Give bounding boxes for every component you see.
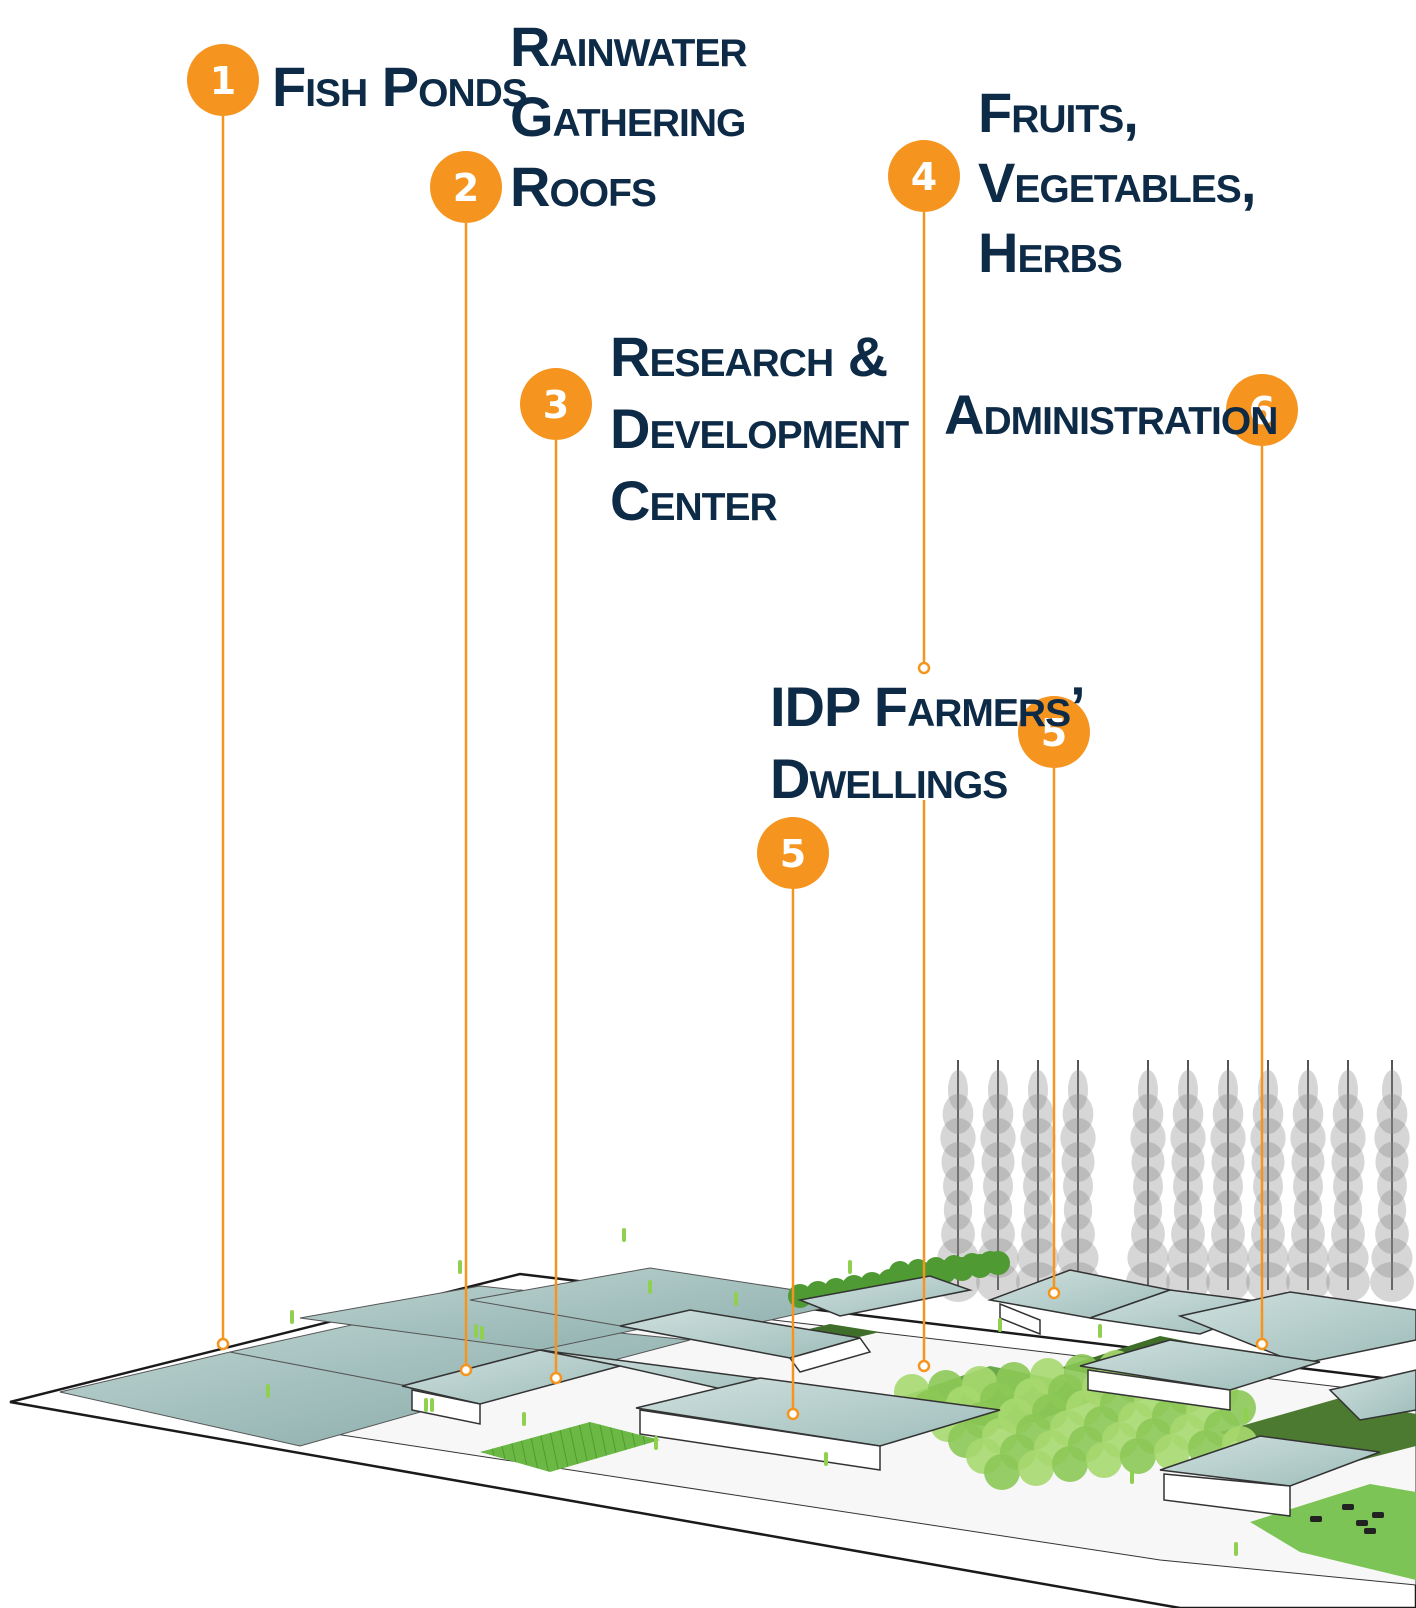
hedge-shrub <box>925 1257 947 1279</box>
svg-text:5: 5 <box>1041 711 1067 755</box>
svg-text:2: 2 <box>453 166 479 210</box>
person-figure <box>522 1412 526 1426</box>
poplar-tree <box>1126 1060 1170 1302</box>
label-rainwater-gathering-roofs: Rainwater Gathering Roofs <box>510 15 761 218</box>
label-idp-farmers-dwellings: IDP Farmers’ Dwellings <box>770 675 1096 810</box>
person-figure <box>824 1452 828 1466</box>
label-administration: Administration <box>944 383 1277 446</box>
person-figure <box>648 1280 652 1294</box>
leader-anchor <box>917 661 931 675</box>
label-fruits-vegetables-herbs: Fruits, Vegetables, Herbs <box>978 81 1270 284</box>
person-figure <box>1234 1542 1238 1556</box>
leader-anchor <box>549 1371 563 1385</box>
leader-lines <box>216 116 1269 1421</box>
poplar-tree <box>936 1060 980 1302</box>
orchard-tree <box>984 1454 1020 1490</box>
person-figure <box>1244 1408 1248 1422</box>
person-figure <box>474 1324 478 1338</box>
svg-text:6: 6 <box>1249 389 1275 433</box>
hedge-shrub <box>979 1251 1001 1273</box>
number-markers: 1 2 3 4 5 5 6 <box>187 44 1298 889</box>
animal-figure <box>1342 1504 1354 1510</box>
leader-anchor <box>917 1359 931 1373</box>
svg-text:3: 3 <box>543 383 569 427</box>
poplar-tree <box>976 1060 1020 1302</box>
person-figure <box>1098 1324 1102 1338</box>
hedge-shrub <box>961 1253 983 1275</box>
person-figure <box>848 1260 852 1274</box>
marker-5-right: 5 <box>1018 696 1090 768</box>
person-figure <box>458 1260 462 1274</box>
person-figure <box>290 1310 294 1324</box>
svg-text:5: 5 <box>780 832 806 876</box>
leader-anchor <box>216 1337 230 1351</box>
animal-figure <box>1356 1520 1368 1526</box>
people-figures <box>266 1228 1384 1556</box>
orchard-tree <box>1086 1442 1122 1478</box>
orchard-tree <box>1018 1450 1054 1486</box>
marker-4: 4 <box>888 140 960 212</box>
svg-text:4: 4 <box>911 155 937 199</box>
svg-text:1: 1 <box>210 59 236 103</box>
marker-3: 3 <box>520 368 592 440</box>
poplar-tree <box>1286 1060 1330 1302</box>
animal-figure <box>1364 1528 1376 1534</box>
leader-anchor <box>1047 1286 1061 1300</box>
building-roofs <box>401 1269 1416 1517</box>
poplar-tree <box>1326 1060 1370 1302</box>
person-figure <box>734 1292 738 1306</box>
marker-6: 6 <box>1226 374 1298 446</box>
orchard-tree <box>1154 1434 1190 1470</box>
person-figure <box>266 1384 270 1398</box>
animal-figure <box>1310 1516 1322 1522</box>
leader-anchor <box>1255 1337 1269 1351</box>
poplar-tree <box>1206 1060 1250 1302</box>
fish-ponds-area <box>59 1267 861 1447</box>
label-fish-ponds: Fish Ponds <box>272 55 527 118</box>
poplar-tree <box>1056 1060 1100 1302</box>
person-figure <box>430 1398 434 1412</box>
hedge-shrub <box>889 1261 911 1283</box>
marker-5-left: 5 <box>757 817 829 889</box>
poplar-tree <box>1166 1060 1210 1302</box>
label-research-development-center: Research & Development Center <box>610 325 923 532</box>
marker-1: 1 <box>187 44 259 116</box>
person-figure <box>622 1228 626 1242</box>
poplar-tree <box>1370 1060 1414 1302</box>
orchard-tree <box>1120 1438 1156 1474</box>
animal-figure <box>1372 1512 1384 1518</box>
labels: Fish Ponds Rainwater Gathering Roofs Res… <box>272 15 1278 810</box>
person-figure <box>480 1326 484 1340</box>
person-figure <box>1130 1470 1134 1484</box>
person-figure <box>654 1436 658 1450</box>
person-figure <box>424 1398 428 1412</box>
marker-2: 2 <box>430 151 502 223</box>
poplar-tree <box>1246 1060 1290 1302</box>
orchard-tree <box>1052 1446 1088 1482</box>
person-figure <box>998 1318 1002 1332</box>
leader-anchor <box>786 1407 800 1421</box>
hedge-shrub <box>943 1255 965 1277</box>
poplar-tree-row <box>936 1060 1414 1302</box>
leader-anchor <box>459 1363 473 1377</box>
